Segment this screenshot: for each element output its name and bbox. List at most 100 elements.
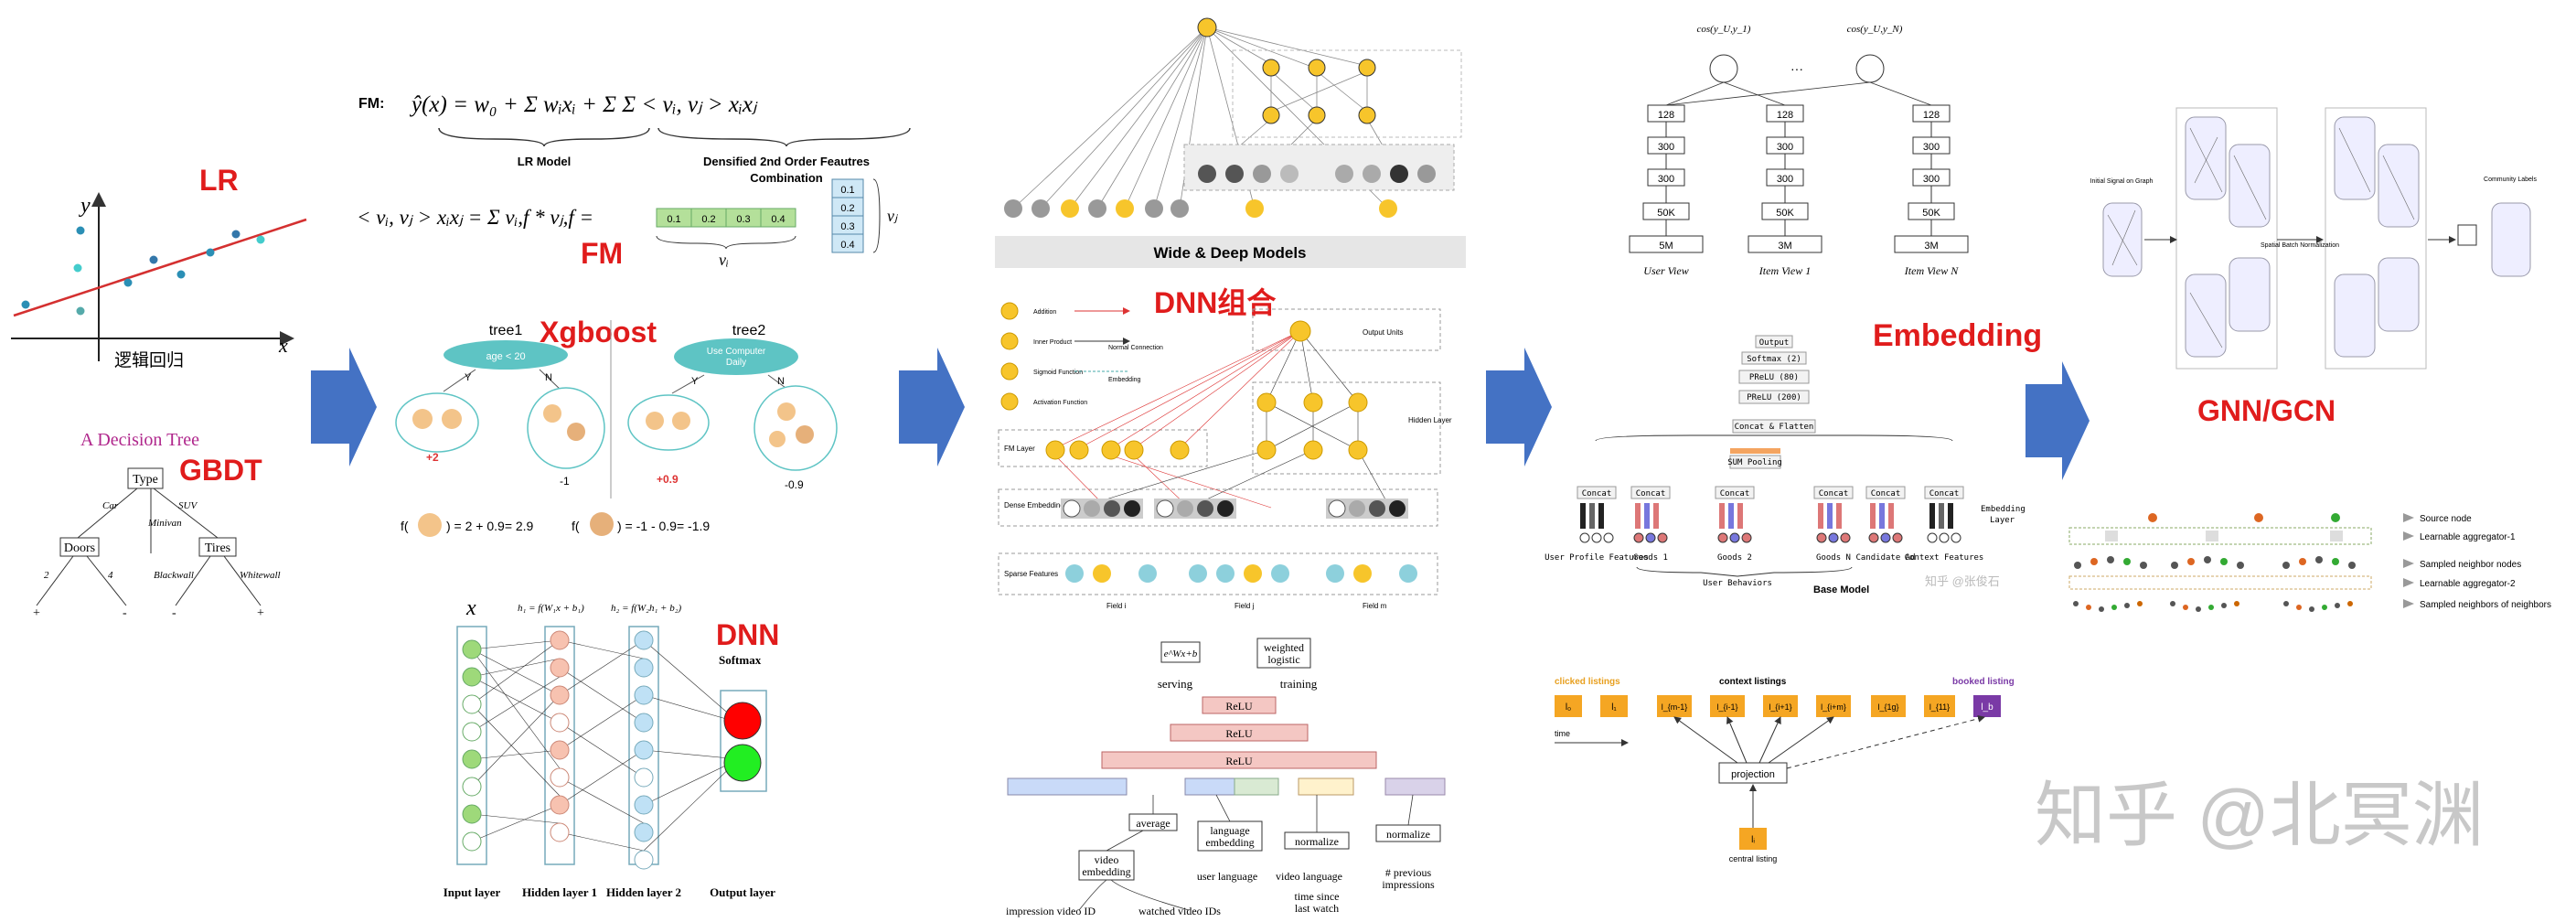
svg-text:tree1: tree1 <box>489 323 523 338</box>
lr-axis-y: y <box>79 194 91 218</box>
svg-text:Output: Output <box>1759 338 1790 348</box>
svg-text:l_{i+m}: l_{i+m} <box>1821 702 1846 712</box>
xgboost-panel: tree1 tree2 Xgboost age < 20 Use Compute… <box>395 316 838 537</box>
svg-text:Output layer: Output layer <box>710 885 775 899</box>
svg-text:normalize: normalize <box>1295 835 1339 848</box>
dnn-hidden1-nodes <box>550 630 570 842</box>
svg-text:Y: Y <box>465 372 472 383</box>
svg-text:300: 300 <box>1777 142 1793 153</box>
airbnb-tokens: l₀ l₁ l_{m-1} l_{i-1} l_{i+1} l_{i+m} l_… <box>1555 695 2001 717</box>
svg-text:training: training <box>1280 677 1318 691</box>
svg-text:+0.9: +0.9 <box>657 473 679 486</box>
arrow-2 <box>899 348 965 466</box>
svg-text:f(: f( <box>401 519 409 533</box>
svg-text:watched video IDs: watched video IDs <box>1138 905 1221 917</box>
lr-panel: y x 逻辑回归 LR <box>11 164 307 370</box>
svg-text:serving: serving <box>1158 677 1193 691</box>
svg-text:) = -1 - 0.9= -1.9: ) = -1 - 0.9= -1.9 <box>617 519 710 533</box>
svg-text:time: time <box>1555 729 1570 738</box>
svg-text:central listing: central listing <box>1729 854 1778 863</box>
svg-text:知乎 @张俊石: 知乎 @张俊石 <box>1925 574 2000 588</box>
svg-text:) = 2 + 0.9= 2.9: ) = 2 + 0.9= 2.9 <box>446 519 534 533</box>
svg-text:x: x <box>465 596 476 620</box>
svg-text:300: 300 <box>1923 174 1940 185</box>
svg-text:Base Model: Base Model <box>1813 584 1869 595</box>
svg-text:2: 2 <box>44 570 49 581</box>
svg-text:User View: User View <box>1643 264 1688 277</box>
svg-text:SUM Pooling: SUM Pooling <box>1727 458 1782 467</box>
svg-text:average: average <box>1136 817 1170 830</box>
fm-vector-row: 0.1 0.2 0.3 0.4 <box>656 208 796 228</box>
svg-text:embedding: embedding <box>1205 836 1254 849</box>
svg-text:l_b: l_b <box>1981 702 1993 713</box>
svg-text:300: 300 <box>1777 174 1793 185</box>
svg-text:+: + <box>257 606 264 620</box>
svg-text:impressions: impressions <box>1382 878 1435 891</box>
gbdt-title: A Decision Tree <box>80 430 199 450</box>
svg-text:projection: projection <box>1731 769 1775 780</box>
svg-text:Hidden layer 1: Hidden layer 1 <box>522 885 597 899</box>
svg-text:l_{i-1}: l_{i-1} <box>1716 702 1737 712</box>
svg-text:Learnable aggregator-1: Learnable aggregator-1 <box>2420 532 2516 542</box>
svg-text:normalize: normalize <box>1386 828 1430 841</box>
din-embedding-bars <box>1580 503 1953 529</box>
svg-text:Y: Y <box>691 376 699 387</box>
person-grandpa-icon <box>590 512 614 536</box>
svg-text:video language: video language <box>1276 870 1342 883</box>
svg-text:-0.9: -0.9 <box>785 478 804 491</box>
gbdt-left-node <box>59 537 100 557</box>
svg-text:5M: 5M <box>1659 241 1673 252</box>
svg-text:SUV: SUV <box>178 500 198 511</box>
deepfm-nodes <box>1045 320 1368 460</box>
svg-text:0.3: 0.3 <box>840 221 854 232</box>
svg-text:Goods 2: Goods 2 <box>1717 553 1752 563</box>
svg-text:Concat: Concat <box>1819 489 1849 499</box>
svg-text:l₀: l₀ <box>1566 702 1571 713</box>
wide-deep-nodes <box>1004 17 1436 218</box>
svg-text:Combination: Combination <box>750 171 822 185</box>
fm-vector-col: 0.1 0.2 0.3 0.4 <box>831 178 864 253</box>
svg-text:clicked listings: clicked listings <box>1555 677 1620 687</box>
fm-panel: FM: ŷ(x) = w₀ + Σ wᵢxᵢ + Σ Σ < vᵢ, vⱼ > … <box>357 92 911 270</box>
svg-text:ReLU: ReLU <box>1225 700 1253 713</box>
svg-text:l_{i+1}: l_{i+1} <box>1769 702 1791 712</box>
svg-text:Embedding: Embedding <box>1108 377 1141 383</box>
tree2-root <box>674 338 798 375</box>
watermark: 知乎 @北冥渊 <box>2035 775 2484 855</box>
svg-text:Concat: Concat <box>1871 489 1901 499</box>
svg-text:Car: Car <box>102 500 119 511</box>
svg-text:time since: time since <box>1295 890 1340 903</box>
svg-text:booked listing: booked listing <box>1952 677 2015 687</box>
svg-text:LR Model: LR Model <box>518 155 572 168</box>
svg-text:0.3: 0.3 <box>736 214 750 225</box>
svg-text:Concat: Concat <box>1720 489 1750 499</box>
svg-text:FM:: FM: <box>358 96 384 112</box>
lr-points <box>21 226 265 316</box>
deepfm-embeddings <box>1061 499 1408 519</box>
svg-text:User Behaviors: User Behaviors <box>1703 579 1772 588</box>
svg-text:PReLU (200): PReLU (200) <box>1747 393 1801 402</box>
svg-text:last watch: last watch <box>1295 902 1339 915</box>
airbnb-panel: clicked listings context listings booked… <box>1555 677 2015 863</box>
svg-text:Sampled neighbors of neighbors: Sampled neighbors of neighbors <box>2420 600 2551 610</box>
svg-text:e^Wx+b: e^Wx+b <box>1164 649 1198 659</box>
label-xgboost: Xgboost <box>540 316 657 348</box>
label-dnn: DNN <box>716 618 779 651</box>
din-panel: Embedding Output Softmax (2) PReLU (80) … <box>1545 318 2042 595</box>
deepfm-legend: Addition Inner Product Sigmoid Function … <box>1000 302 1163 411</box>
svg-text:language: language <box>1210 824 1249 837</box>
svg-text:0.2: 0.2 <box>701 214 715 225</box>
svg-text:Daily: Daily <box>726 358 746 368</box>
tree1-root <box>444 340 568 370</box>
din-inputs <box>1579 532 1961 543</box>
svg-text:l_{m-1}: l_{m-1} <box>1662 702 1688 712</box>
label-embedding: Embedding <box>1873 318 2042 353</box>
svg-text:Densified 2nd Order Feautres: Densified 2nd Order Feautres <box>703 155 870 168</box>
gcn-panel: Initial Signal on Graph Spatial Batch No… <box>2068 107 2551 612</box>
svg-text:300: 300 <box>1658 174 1674 185</box>
svg-text:50K: 50K <box>1657 208 1675 219</box>
label-fm: FM <box>581 237 623 270</box>
svg-text:FM Layer: FM Layer <box>1004 445 1035 453</box>
lr-axis-x: x <box>278 334 288 357</box>
label-gbdt: GBDT <box>179 454 262 487</box>
